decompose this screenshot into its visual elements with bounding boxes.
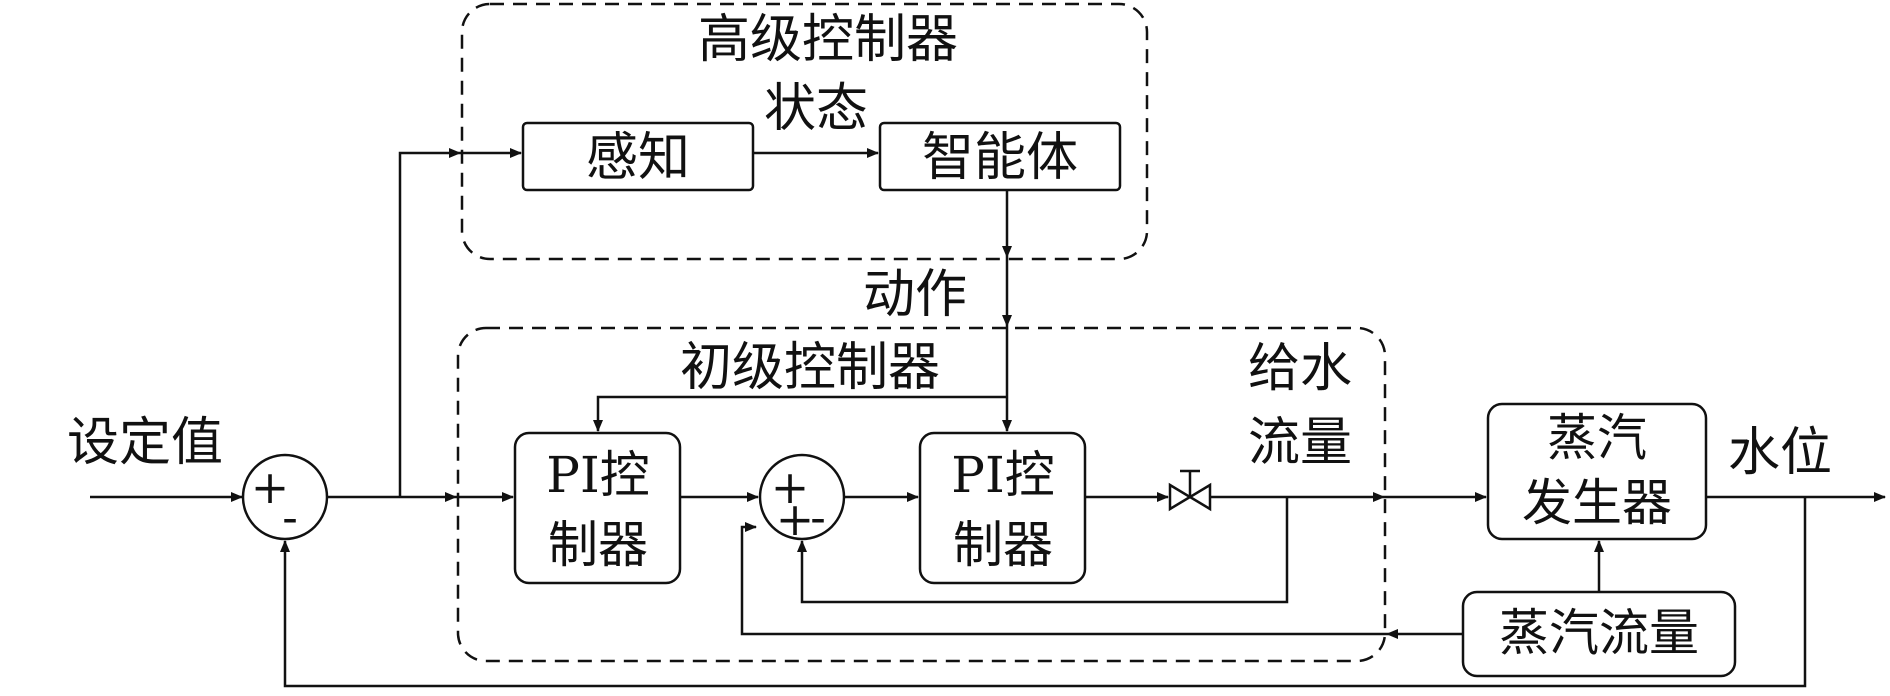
inner-junction-plus-top: + bbox=[771, 460, 810, 514]
steam-flow-feedback bbox=[740, 522, 1387, 636]
water-level-feedback bbox=[280, 497, 1807, 688]
pi-controller-2-line2: 制器 bbox=[953, 516, 1053, 574]
steam-generator-block bbox=[1486, 402, 1708, 541]
feedwater-flow-label-line2: 流量 bbox=[1248, 413, 1352, 473]
steam-generator-label-line2: 发生器 bbox=[1522, 474, 1672, 532]
agent-label: 智能体 bbox=[922, 128, 1078, 188]
inner-junction-minus: - bbox=[810, 490, 826, 544]
steam-flow-label: 蒸汽流量 bbox=[1499, 604, 1699, 662]
pi-controller-1-line1: PI控 bbox=[546, 446, 649, 504]
inner-junction-plus-bottom: + bbox=[776, 492, 815, 546]
main-junction-minus: - bbox=[282, 490, 298, 544]
pi-controller-2-line1: PI控 bbox=[951, 446, 1054, 504]
high-level-controller-boundary bbox=[460, 2, 1149, 261]
error-to-perception-branch bbox=[398, 148, 461, 497]
action-label: 动作 bbox=[863, 265, 967, 325]
perception-block bbox=[521, 121, 755, 192]
water-level-label: 水位 bbox=[1728, 423, 1832, 483]
agent-block bbox=[878, 121, 1122, 192]
steam-generator-label-line1: 蒸汽 bbox=[1547, 409, 1647, 467]
action-to-pi1 bbox=[593, 395, 1007, 432]
setpoint-label: 设定值 bbox=[67, 413, 223, 473]
low-level-controller-label: 初级控制器 bbox=[680, 338, 940, 398]
high-level-controller-label: 高级控制器 bbox=[698, 10, 958, 70]
perception-label: 感知 bbox=[586, 128, 690, 188]
low-level-controller-boundary bbox=[456, 326, 1387, 663]
pi-controller-1 bbox=[513, 431, 682, 585]
pi-controller-1-line2: 制器 bbox=[548, 516, 648, 574]
main-junction-plus: + bbox=[251, 460, 290, 514]
valve-icon bbox=[1168, 469, 1212, 512]
pi-controller-2 bbox=[918, 431, 1087, 585]
feedwater-flow-label-line1: 给水 bbox=[1248, 339, 1352, 399]
state-label: 状态 bbox=[764, 79, 868, 139]
feedwater-flow-feedback bbox=[797, 497, 1289, 604]
